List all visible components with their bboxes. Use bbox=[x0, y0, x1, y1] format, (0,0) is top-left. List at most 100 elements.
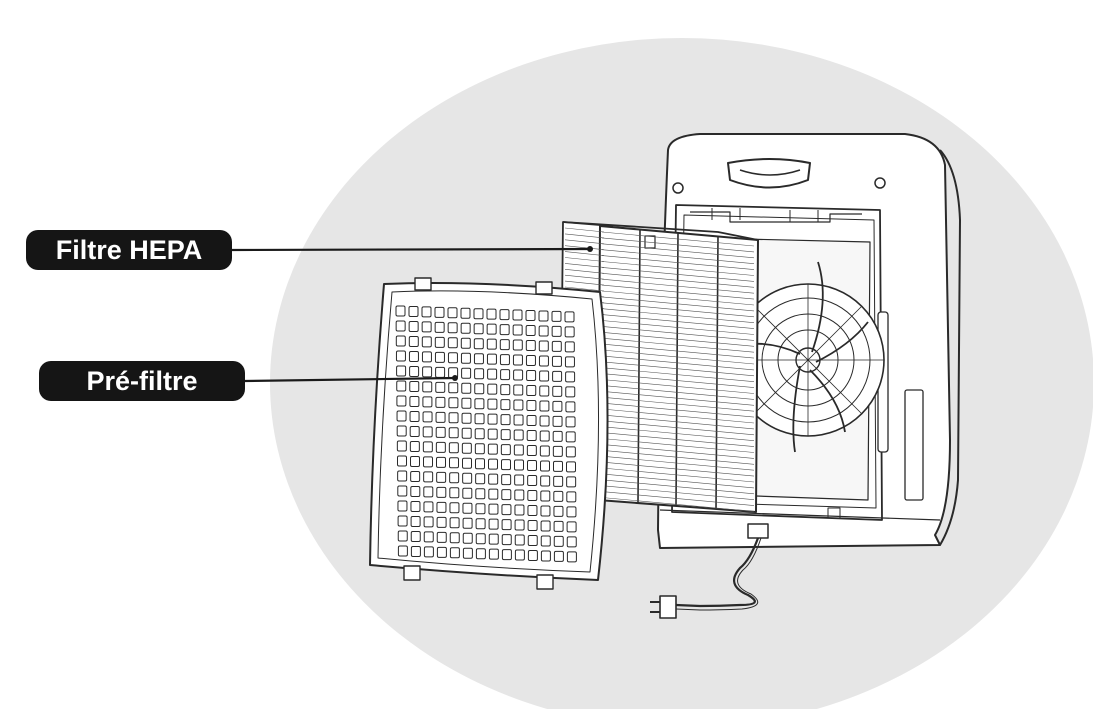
pleat-line bbox=[601, 243, 755, 259]
grid-cell bbox=[499, 339, 510, 351]
grid-cell bbox=[525, 355, 536, 366]
pleat-line bbox=[601, 438, 755, 453]
pleat-line bbox=[601, 273, 755, 288]
grid-cell bbox=[461, 382, 472, 394]
grid-cell bbox=[473, 323, 484, 335]
pleat-line bbox=[601, 396, 755, 412]
pre-filter-leader-dot bbox=[452, 375, 458, 381]
grid-cell bbox=[501, 504, 512, 516]
grid-cell bbox=[475, 533, 486, 545]
grid-cell bbox=[538, 340, 549, 352]
grid-cell bbox=[395, 350, 406, 362]
grid-cell bbox=[462, 532, 473, 544]
grid-cell bbox=[408, 335, 419, 347]
pleat-line bbox=[601, 444, 755, 459]
grid-cell bbox=[410, 530, 421, 542]
grid-cell bbox=[436, 486, 447, 498]
grid-cell bbox=[435, 441, 446, 453]
grid-cell bbox=[409, 425, 420, 437]
grid-cell bbox=[410, 500, 421, 512]
grid-cell bbox=[552, 415, 563, 427]
grid-cell bbox=[461, 412, 472, 424]
grid-cell bbox=[474, 398, 485, 410]
grid-cell bbox=[475, 488, 486, 500]
grid-cell bbox=[499, 324, 510, 336]
grid-cell bbox=[512, 309, 523, 321]
grid-cell bbox=[566, 551, 577, 563]
grid-cell bbox=[501, 519, 512, 531]
pleat-line bbox=[601, 402, 755, 418]
grid-cell bbox=[448, 427, 459, 439]
grid-cell bbox=[527, 505, 538, 516]
grid-cell bbox=[434, 336, 445, 348]
grid-cell bbox=[525, 325, 536, 336]
grid-cell bbox=[527, 460, 537, 471]
grid-cell bbox=[564, 356, 575, 368]
grid-cell bbox=[461, 427, 472, 439]
grid-cell bbox=[408, 320, 419, 332]
grid-cell bbox=[539, 415, 550, 427]
pleat-line bbox=[601, 497, 755, 512]
grid-cell bbox=[553, 475, 564, 487]
grid-cell bbox=[553, 505, 564, 517]
grid-cell bbox=[474, 368, 485, 380]
grid-cell bbox=[447, 307, 458, 319]
grid-cell bbox=[500, 429, 511, 441]
grid-cell bbox=[564, 311, 575, 323]
grid-cell bbox=[501, 549, 512, 561]
hepa-filter-label: Filtre HEPA bbox=[26, 230, 232, 270]
grid-cell bbox=[488, 458, 498, 470]
pleat-line bbox=[601, 379, 755, 394]
grid-cell bbox=[474, 383, 485, 395]
grid-cell bbox=[487, 413, 498, 425]
pleat-side-line bbox=[564, 233, 605, 239]
grid-cell bbox=[488, 503, 499, 515]
pleat-line bbox=[601, 361, 755, 377]
pleat-side-line bbox=[564, 280, 605, 286]
pre-filter-label: Pré-filtre bbox=[39, 361, 245, 401]
grid-cell bbox=[396, 395, 407, 407]
grid-cell bbox=[448, 412, 459, 424]
grid-cell bbox=[566, 476, 577, 488]
grid-cell bbox=[422, 426, 433, 438]
grid-cell bbox=[500, 369, 511, 381]
grid-cell bbox=[460, 352, 471, 364]
pleat-side-line bbox=[564, 263, 605, 268]
grid-cell bbox=[513, 369, 524, 381]
grid-cell bbox=[422, 396, 433, 408]
grid-cell bbox=[422, 441, 433, 453]
grid-cell bbox=[552, 370, 563, 382]
grid-cell bbox=[462, 487, 473, 499]
grid-cell bbox=[488, 533, 499, 545]
grid-cell bbox=[423, 501, 434, 513]
pleat-line bbox=[601, 373, 755, 388]
grid-cell bbox=[397, 515, 408, 527]
grid-cell bbox=[436, 471, 447, 483]
pleat-line bbox=[601, 290, 755, 306]
grid-cell bbox=[526, 430, 537, 441]
grid-cell bbox=[434, 321, 445, 333]
grid-cell bbox=[486, 308, 497, 320]
grid-cell bbox=[527, 520, 538, 531]
grid-cell bbox=[488, 473, 499, 485]
grid-cell bbox=[395, 305, 406, 317]
grid-cell bbox=[410, 485, 421, 497]
grid-cell bbox=[421, 351, 432, 363]
grid-cell bbox=[462, 502, 473, 514]
grid-cell bbox=[551, 310, 562, 322]
grid-cell bbox=[539, 400, 550, 412]
pleat-line bbox=[601, 385, 755, 400]
grid-cell bbox=[513, 414, 524, 426]
grid-cell bbox=[513, 429, 524, 441]
grid-cell bbox=[538, 325, 549, 337]
grid-cell bbox=[423, 531, 434, 543]
grid-cell bbox=[435, 396, 446, 408]
grid-cell bbox=[566, 521, 577, 533]
grid-cell bbox=[540, 490, 551, 502]
pleat-line bbox=[601, 408, 755, 424]
grid-cell bbox=[540, 550, 551, 562]
grid-cell bbox=[461, 442, 472, 454]
grid-cell bbox=[500, 414, 511, 426]
grid-cell bbox=[395, 320, 406, 332]
grid-cell bbox=[410, 515, 421, 527]
